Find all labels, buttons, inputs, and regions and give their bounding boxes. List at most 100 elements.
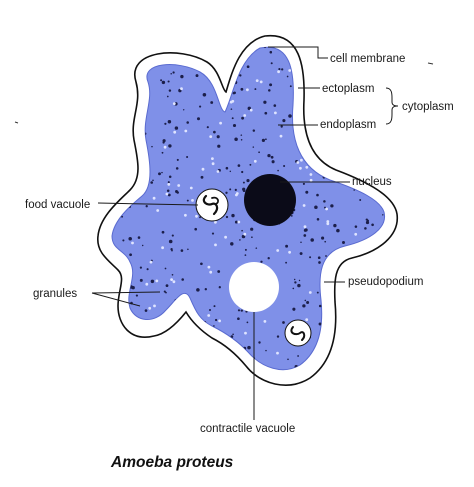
granule-dot: [363, 74, 367, 77]
granule-dot: [300, 241, 302, 244]
granule-dot: [320, 71, 323, 74]
granule-dot: [197, 371, 200, 374]
granule-dot: [120, 142, 123, 145]
granule-highlight: [305, 165, 309, 169]
granule-highlight: [120, 94, 124, 97]
granule-dot: [202, 93, 207, 97]
granule-dot: [270, 62, 273, 65]
granule-dot: [345, 363, 349, 366]
label-contractile-vacuole: contractile vacuole: [200, 423, 295, 435]
granule-dot: [108, 358, 112, 362]
granule-dot: [343, 99, 346, 102]
granule-dot: [151, 145, 153, 148]
granule-dot: [324, 206, 326, 209]
granule-highlight: [163, 344, 167, 348]
granule-highlight: [329, 370, 332, 373]
granule-dot: [389, 260, 392, 263]
granule-dot: [336, 228, 340, 233]
granule-highlight: [148, 306, 152, 310]
granule-dot: [290, 214, 293, 217]
granule-dot: [372, 254, 376, 259]
granule-dot: [360, 156, 363, 159]
granule-dot: [160, 79, 163, 82]
granule-dot: [167, 181, 170, 184]
granule-dot: [316, 97, 320, 101]
granule-highlight: [207, 314, 211, 317]
granule-dot: [218, 286, 221, 289]
granule-dot: [376, 117, 381, 122]
granule-dot: [146, 268, 149, 271]
granule-dot: [98, 309, 101, 312]
granule-dot: [370, 98, 374, 102]
granule-highlight: [322, 47, 326, 51]
granule-dot: [217, 270, 221, 273]
granule-dot: [96, 180, 99, 183]
granule-dot: [323, 200, 326, 203]
granule-dot: [225, 166, 229, 170]
granule-highlight: [172, 280, 176, 284]
granule-dot: [239, 239, 241, 241]
granule-dot: [298, 279, 301, 282]
granule-dot: [302, 182, 305, 185]
granule-highlight: [341, 275, 345, 279]
granule-dot: [95, 108, 98, 111]
granule-dot: [316, 291, 319, 294]
granule-highlight: [237, 220, 241, 224]
granule-dot: [344, 100, 347, 103]
granule-dot: [365, 105, 370, 109]
granule-dot: [233, 91, 236, 95]
granule-dot: [204, 288, 207, 291]
granule-highlight: [388, 331, 391, 334]
food-vacuole: [195, 188, 229, 222]
granule-dot: [180, 74, 184, 79]
granule-dot: [167, 359, 169, 361]
granule-dot: [184, 48, 188, 52]
granule-dot: [374, 368, 377, 370]
granule-dot: [255, 247, 258, 249]
granule-highlight: [122, 365, 126, 369]
granule-dot: [349, 347, 354, 351]
granule-dot: [150, 279, 155, 284]
granule-highlight: [309, 173, 313, 176]
granule-highlight: [249, 108, 253, 112]
granule-highlight: [274, 111, 277, 115]
granule-dot: [321, 236, 325, 240]
label-ectoplasm: ectoplasm: [322, 83, 374, 95]
food-vacuole-secondary: [284, 319, 312, 347]
granule-highlight: [302, 204, 306, 207]
granule-highlight: [311, 140, 315, 144]
granule-dot: [112, 126, 114, 129]
granule-dot: [289, 85, 292, 88]
granule-dot: [393, 114, 395, 116]
granule-highlight: [377, 147, 381, 151]
granule-dot: [124, 351, 128, 355]
granule-dot: [287, 358, 289, 361]
granule-dot: [167, 193, 171, 197]
label-cytoplasm: cytoplasm: [402, 101, 454, 113]
granule-dot: [225, 191, 228, 194]
granule-dot: [129, 124, 132, 128]
granule-highlight: [377, 252, 380, 256]
granule-dot: [387, 100, 389, 102]
granule-dot: [246, 179, 250, 183]
granule-dot: [180, 249, 184, 252]
granule-dot: [371, 260, 375, 264]
granule-dot: [94, 204, 96, 206]
granule-dot: [145, 205, 148, 208]
granule-dot: [186, 199, 189, 202]
granule-dot: [174, 126, 179, 130]
granule-highlight: [303, 225, 307, 229]
granule-highlight: [155, 279, 159, 283]
granule-dot: [186, 155, 189, 159]
granule-dot: [333, 223, 337, 228]
granule-highlight: [333, 349, 337, 353]
granule-dot: [141, 351, 145, 355]
granule-dot: [288, 114, 292, 118]
granule-dot: [384, 91, 385, 95]
granule-dot: [278, 68, 281, 71]
granule-highlight: [300, 158, 303, 162]
granule-dot: [247, 375, 248, 376]
granule-dot: [168, 175, 172, 178]
granule-highlight: [99, 103, 102, 106]
granule-highlight: [184, 129, 188, 133]
